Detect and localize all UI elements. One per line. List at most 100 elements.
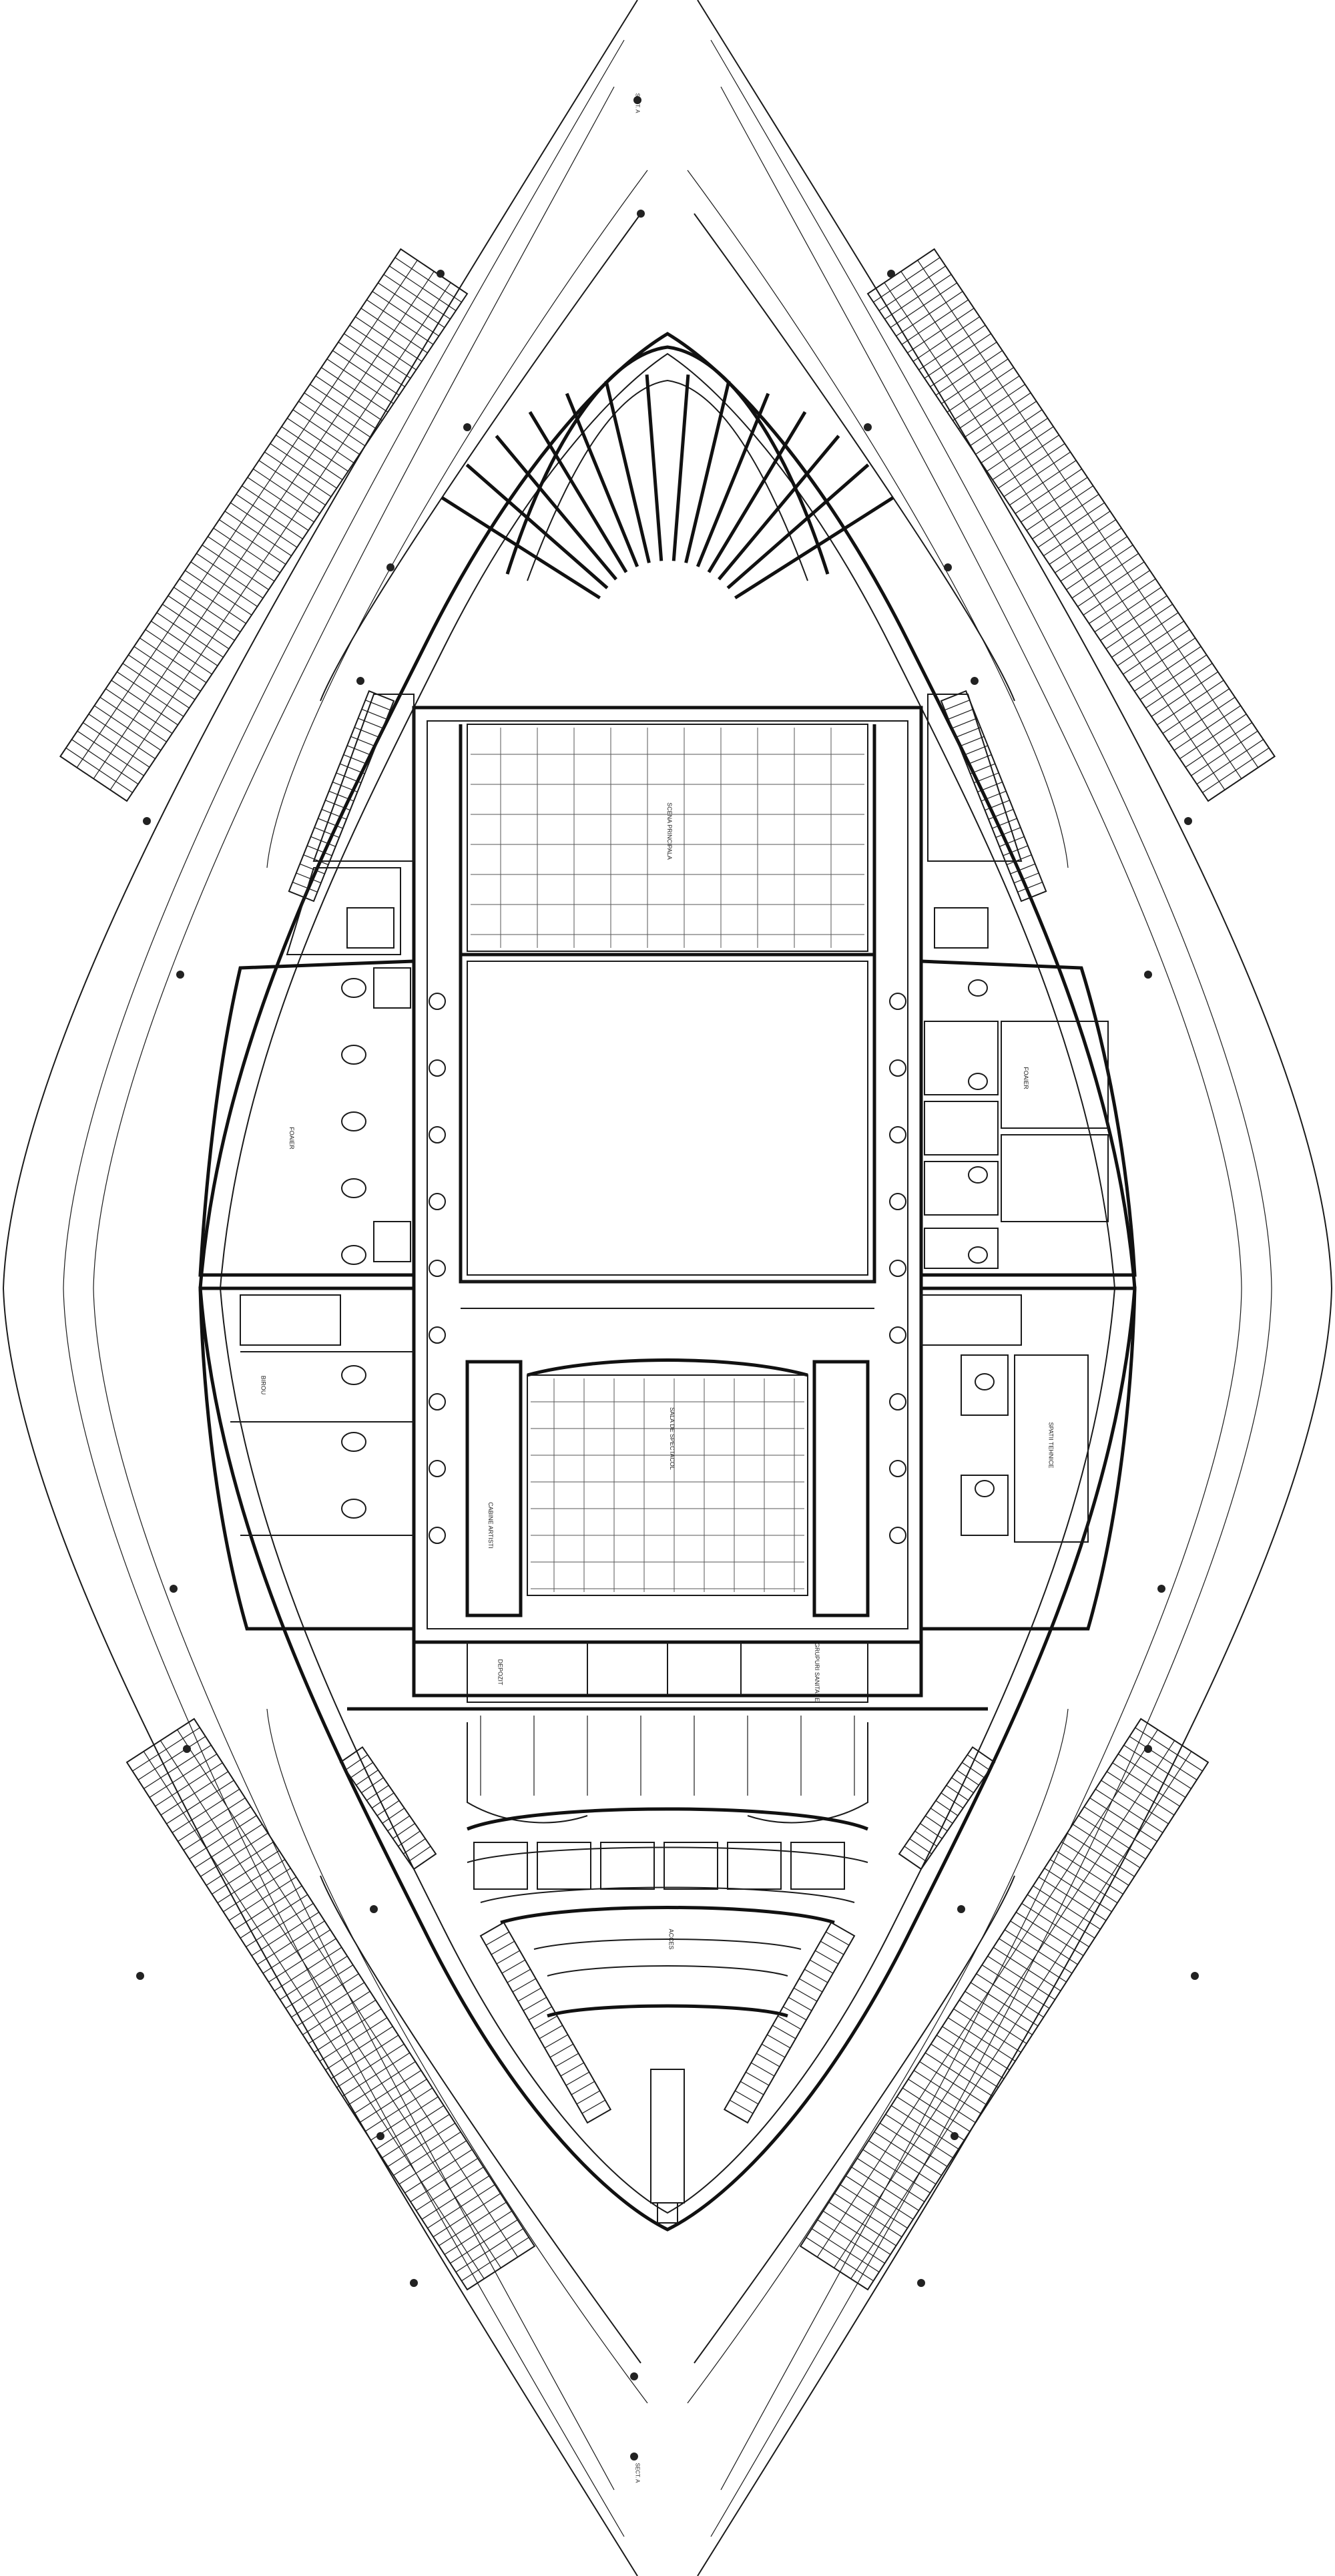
bank-top-left-rail	[76, 260, 418, 768]
stair-upper-left-tread	[346, 745, 372, 756]
fan-radial	[707, 411, 807, 573]
section-marker	[463, 423, 471, 431]
fan-radial	[645, 374, 663, 561]
stair-upper-left-tread	[300, 863, 325, 874]
stair-upper-left-tread	[292, 881, 318, 892]
stair-south-right-tread	[825, 1931, 850, 1946]
stage-grid	[471, 728, 864, 1592]
main-stage-label: SCENA PRINCIPALA	[665, 802, 673, 860]
column-left	[341, 1178, 366, 1198]
top-fan-seating	[441, 345, 894, 599]
stair-lower-right-tread	[967, 1754, 990, 1770]
stair-upper-right-outline	[940, 690, 1047, 903]
dressing-label: CABINE ARTISTI	[487, 1502, 494, 1549]
stair-south-left-tread	[581, 2099, 606, 2114]
stair-south-right-tread	[793, 1987, 818, 2002]
stair-south-right-tread	[772, 2025, 796, 2039]
stair-south-left-tread	[512, 1978, 537, 1993]
stair-lower-right-tread	[904, 1846, 927, 1862]
section-marker	[944, 563, 952, 571]
bank-top-left	[59, 248, 469, 802]
column-core	[889, 1326, 906, 1344]
bank-top-right-rail	[884, 282, 1226, 790]
stair-lower-right-tread	[909, 1838, 932, 1854]
column-left	[341, 1432, 366, 1452]
stair-south-left-tread	[533, 2015, 558, 2030]
stair-south-left-tread	[496, 1950, 521, 1965]
stair-south-right-tread	[777, 2015, 802, 2030]
stair-lower-left-tread	[392, 1823, 415, 1839]
stair-upper-left-tread	[328, 790, 354, 802]
stair-south-left	[479, 1921, 612, 2124]
stair-upper-right-tread	[959, 736, 985, 747]
lobby-cell	[600, 1842, 655, 1890]
section-marker	[376, 2132, 384, 2140]
stair-lower-left-tread	[376, 1800, 400, 1816]
column-core	[429, 1393, 446, 1410]
stair-lower-left-tread	[371, 1792, 394, 1809]
stair-upper-right-tread	[952, 718, 977, 729]
stair-lower-left-tread	[366, 1784, 389, 1801]
storage-label: DEPOZIT	[497, 1659, 504, 1686]
stair-south-right-tread	[734, 2090, 759, 2105]
column-left	[341, 1111, 366, 1131]
column-core	[889, 1193, 906, 1210]
column-core	[429, 993, 446, 1010]
stair-lower-left-tread	[356, 1770, 378, 1786]
fan-radial	[734, 496, 894, 599]
section-marker	[971, 677, 979, 685]
lobby-cell	[537, 1842, 591, 1890]
bank-bottom-left-rail	[160, 1740, 501, 2268]
stair-south-left-tread	[539, 2025, 563, 2039]
bank-top-right-rail	[917, 260, 1259, 768]
column-core	[429, 1059, 446, 1077]
stair-upper-left-tread	[340, 763, 365, 774]
office-label: BIROU	[260, 1375, 267, 1395]
section-marker	[370, 1905, 378, 1913]
stair-lower-right-tread	[951, 1777, 974, 1794]
column-left	[341, 1045, 366, 1065]
section-marker	[1184, 817, 1192, 825]
bank-bottom-left	[125, 1718, 536, 2291]
stair-lower-left-tread	[382, 1808, 405, 1824]
stair-upper-right-tread	[981, 790, 1007, 802]
lobby-cell	[790, 1842, 845, 1890]
section-marker	[864, 423, 872, 431]
column-core	[889, 1527, 906, 1544]
bank-top-right-rail	[900, 271, 1242, 779]
foyer-right-label: FOAIER	[1022, 1067, 1029, 1089]
stair-south-left-tread	[491, 1941, 515, 1955]
fan-radial	[726, 463, 870, 589]
section-marker	[1144, 971, 1152, 979]
left-wing	[198, 694, 416, 1631]
stair-upper-left-tread	[310, 836, 336, 847]
stair-south-left-tread	[501, 1959, 526, 1974]
fan-radial	[604, 380, 651, 563]
stair-upper-left	[288, 690, 395, 903]
stair-upper-right-tread	[970, 763, 995, 774]
column-core	[429, 1460, 446, 1477]
stair-lower-left-tread	[408, 1846, 431, 1862]
stair-lower-left-tread	[350, 1762, 374, 1778]
stair-upper-right-tread	[1017, 881, 1043, 892]
stair-south-right-tread	[809, 1959, 834, 1974]
stair-lower-right-tread	[957, 1770, 979, 1786]
stair-south-right-tread	[729, 2099, 754, 2114]
lobby-cell	[663, 1842, 718, 1890]
stair-upper-left-tread	[354, 727, 380, 738]
column-right	[968, 1073, 988, 1090]
stair-upper-left-tread	[303, 854, 329, 866]
stair-upper-left-tread	[296, 872, 322, 884]
section-marker	[951, 2132, 959, 2140]
stair-lower-left-tread	[403, 1838, 426, 1854]
stair-south-right-tread	[820, 1941, 844, 1955]
lobby-cell	[727, 1842, 782, 1890]
bank-bottom-right-rail	[834, 1740, 1175, 2268]
stair-upper-right-tread	[1006, 854, 1032, 866]
stair-south-right-tread	[782, 2006, 807, 2021]
column-left	[341, 978, 366, 998]
stair-upper-left-tread	[350, 736, 376, 747]
stair-lower-right	[898, 1746, 996, 1870]
stair-south-left-tread	[571, 2081, 595, 2095]
